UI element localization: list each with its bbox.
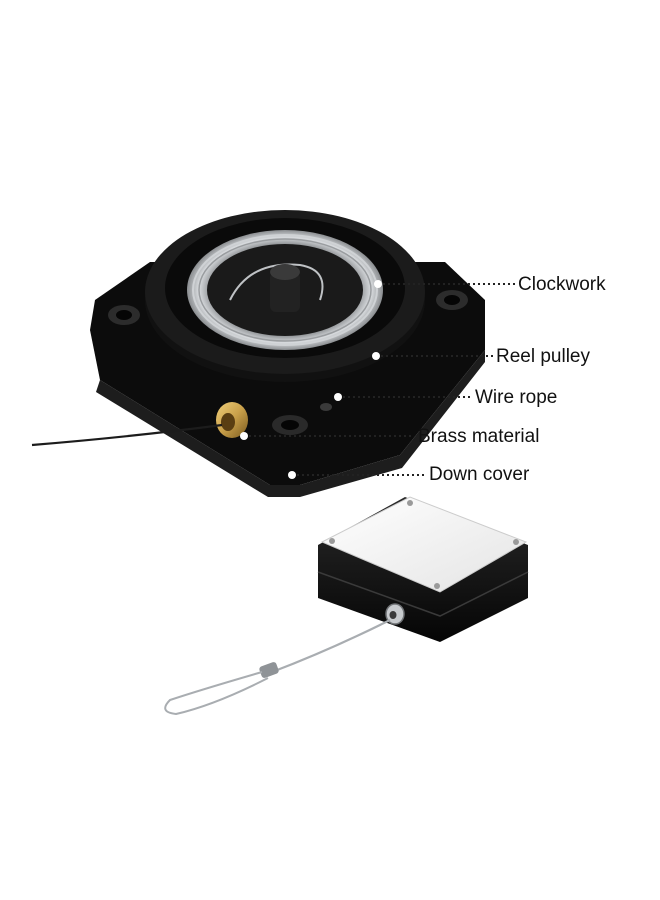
closed-device (164, 496, 529, 716)
callout-clockwork: Clockwork (518, 274, 606, 295)
brass-fitting (216, 402, 248, 438)
center-hub (270, 272, 300, 312)
callout-dots (240, 280, 382, 479)
callout-wire-rope: Wire rope (475, 387, 558, 408)
cable-loop (164, 671, 269, 716)
callout-reel-pulley: Reel pulley (496, 346, 590, 367)
open-mechanism (31, 210, 485, 497)
white-lid (320, 496, 528, 593)
callout-leaders (244, 283, 515, 476)
wire-rope (31, 423, 223, 447)
callout-down-cover: Down cover (429, 464, 530, 485)
steel-cable (271, 619, 391, 674)
cable-clamp (259, 662, 279, 678)
callout-brass-material: Brass material (418, 426, 540, 447)
